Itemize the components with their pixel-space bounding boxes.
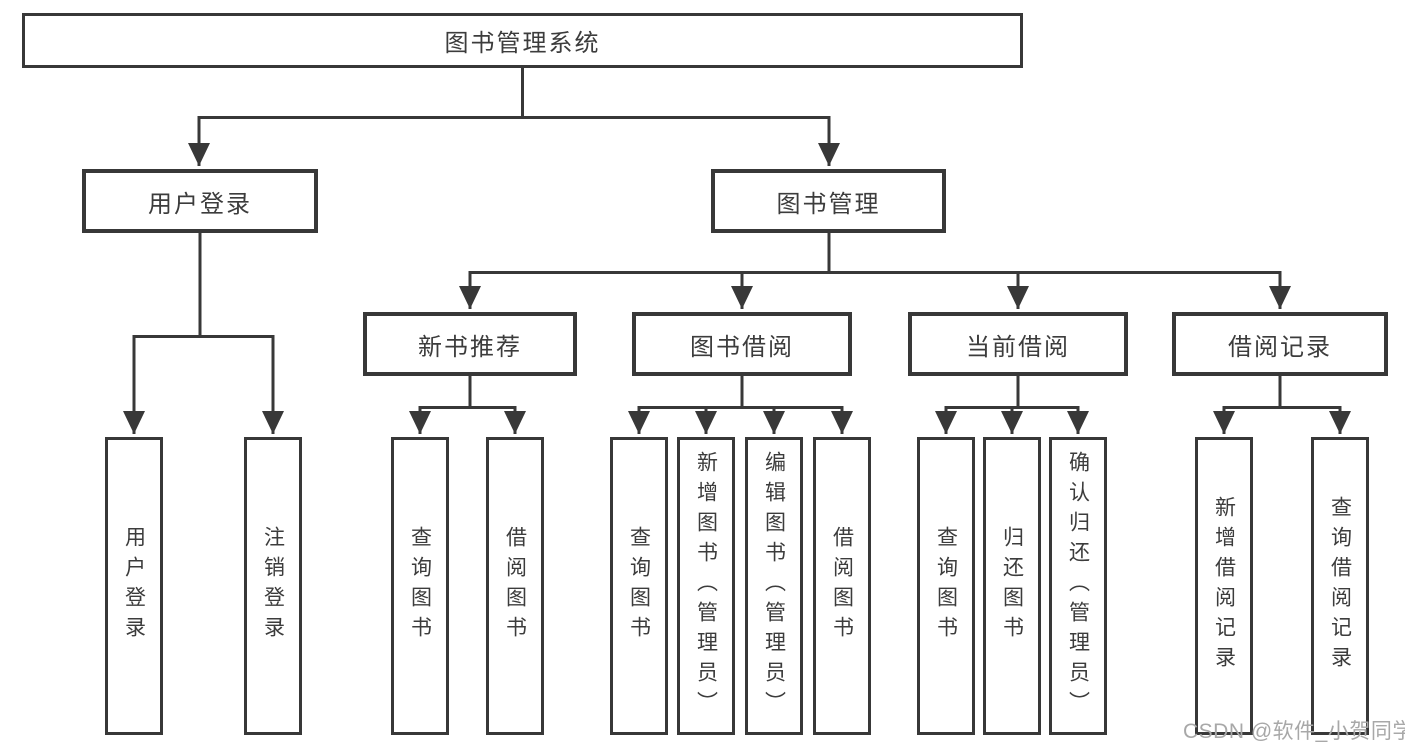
node-label: 查询图书 [934,526,958,646]
node-label: 注销登录 [261,526,285,646]
node-label: 新书推荐 [418,333,522,361]
node-label: 新增借阅记录 [1212,496,1236,676]
node-label: 借阅记录 [1228,333,1332,361]
leaf-cb-return-books: 归还图书 [983,437,1041,735]
leaf-nb-query-books: 查询图书 [391,437,449,735]
node-book-borrow: 图书借阅 [632,312,852,376]
node-label: 查询借阅记录 [1328,496,1352,676]
node-label: 图书借阅 [690,333,794,361]
node-label: 查询图书 [627,526,651,646]
leaf-nb-borrow-books: 借阅图书 [486,437,544,735]
connector-group [123,67,1351,434]
node-borrow-records: 借阅记录 [1172,312,1388,376]
node-user-login: 用户登录 [82,169,318,233]
leaf-br-query-record: 查询借阅记录 [1311,437,1369,735]
node-label: 编辑图书（管理员） [762,451,786,721]
node-label: 借阅图书 [830,526,854,646]
node-root: 图书管理系统 [22,13,1023,68]
node-new-book-recommend: 新书推荐 [363,312,577,376]
node-label: 新增图书（管理员） [694,451,718,721]
leaf-cb-query-books: 查询图书 [917,437,975,735]
node-label: 用户登录 [148,190,252,218]
leaf-bb-add-book-admin: 新增图书（管理员） [677,437,735,735]
node-label: 归还图书 [1000,526,1024,646]
node-current-borrow: 当前借阅 [908,312,1128,376]
watermark: CSDN @软件_小贺同学 [1183,720,1405,743]
node-book-management: 图书管理 [711,169,946,233]
leaf-user-login: 用户登录 [105,437,163,735]
node-label: 确认归还（管理员） [1066,451,1090,721]
leaf-cb-confirm-return-admin: 确认归还（管理员） [1049,437,1107,735]
leaf-bb-borrow-books: 借阅图书 [813,437,871,735]
node-label: 借阅图书 [503,526,527,646]
node-label: 图书管理 [776,190,881,218]
node-label: 当前借阅 [966,333,1070,361]
leaf-br-add-record: 新增借阅记录 [1195,437,1253,735]
leaf-bb-query-books: 查询图书 [610,437,668,735]
leaf-bb-edit-book-admin: 编辑图书（管理员） [745,437,803,735]
node-label: 查询图书 [408,526,432,646]
leaf-logout: 注销登录 [244,437,302,735]
node-label: 图书管理系统 [444,30,601,57]
node-label: 用户登录 [122,526,146,646]
